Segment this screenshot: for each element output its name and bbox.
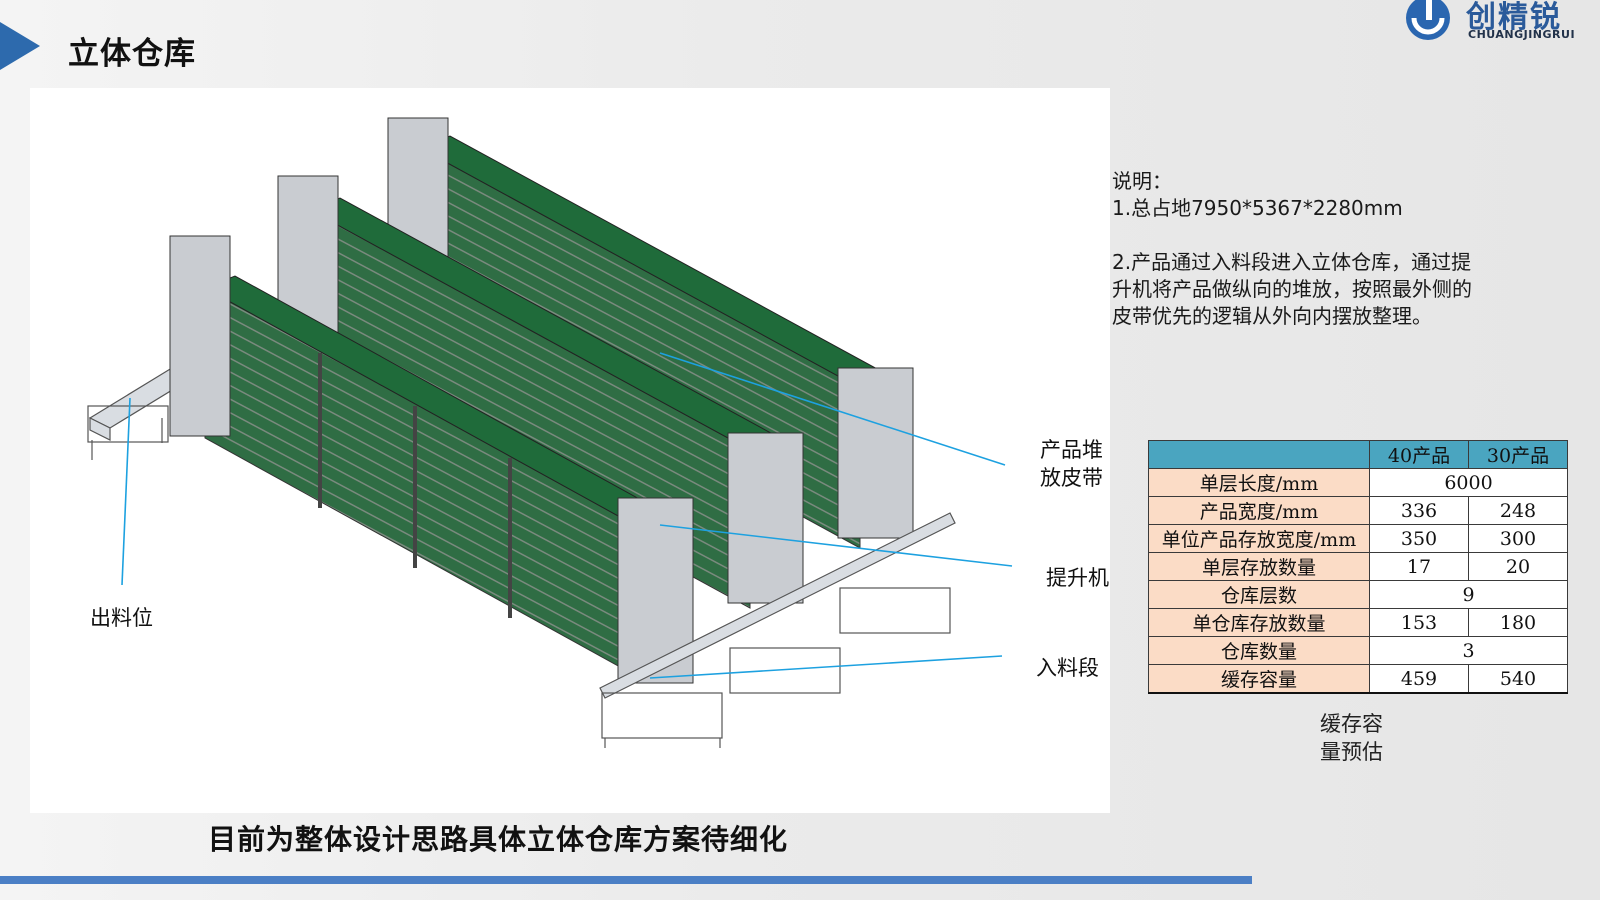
callout-lifter: 提升机: [1046, 566, 1109, 590]
page-title: 立体仓库: [68, 36, 196, 72]
table-header-40: 40产品: [1369, 440, 1469, 469]
capacity-table: 40产品 30产品 单层长度/mm 6000 产品宽度/mm 336 248 单…: [1148, 440, 1568, 694]
notes-heading: 说明：: [1112, 169, 1172, 193]
callout-lines: [121, 352, 1013, 679]
table-row: 仓库层数 9: [1148, 580, 1568, 609]
table-caption: 缓存容 量预估: [1320, 712, 1383, 764]
table-row: 单层存放数量 17 20: [1148, 552, 1568, 581]
callout-infeed: 入料段: [1036, 656, 1099, 680]
table-row: 缓存容量 459 540: [1148, 664, 1568, 694]
callout-outfeed: 出料位: [90, 606, 153, 630]
title-marker: [0, 22, 40, 70]
logo-text-en: CHUANGJINGRUI: [1468, 28, 1576, 41]
table-row: 单仓库存放数量 153 180: [1148, 608, 1568, 637]
warehouse-drawing: [87, 117, 1013, 748]
table-row: 单位产品存放宽度/mm 350 300: [1148, 524, 1568, 553]
table-header-row: 40产品 30产品: [1148, 440, 1568, 469]
footer-statement: 目前为整体设计思路具体立体仓库方案待细化: [208, 823, 789, 856]
company-logo: 创精锐 CHUANGJINGRUI: [1400, 0, 1600, 48]
table-row: 仓库数量 3: [1148, 636, 1568, 665]
infeed-conveyor: [599, 512, 956, 748]
table-row: 单层长度/mm 6000: [1148, 468, 1568, 497]
notes-item-2: 2.产品通过入料段进入立体仓库，通过提 升机将产品做纵向的堆放，按照最外侧的 皮…: [1112, 250, 1472, 328]
table-header-blank: [1148, 440, 1370, 469]
logo-mark-icon: [1406, 0, 1450, 40]
table-header-30: 30产品: [1468, 440, 1568, 469]
drawing-panel: [30, 88, 1110, 813]
callout-product-belt: 产品堆 放皮带: [1040, 438, 1103, 490]
table-row: 产品宽度/mm 336 248: [1148, 496, 1568, 525]
notes-block: 说明： 1.总占地7950*5367*2280mm 2.产品通过入料段进入立体仓…: [1112, 168, 1552, 330]
notes-item-1: 1.总占地7950*5367*2280mm: [1112, 196, 1403, 220]
logo-text-cn: 创精锐: [1466, 0, 1562, 35]
footer-bar: [0, 876, 1252, 884]
